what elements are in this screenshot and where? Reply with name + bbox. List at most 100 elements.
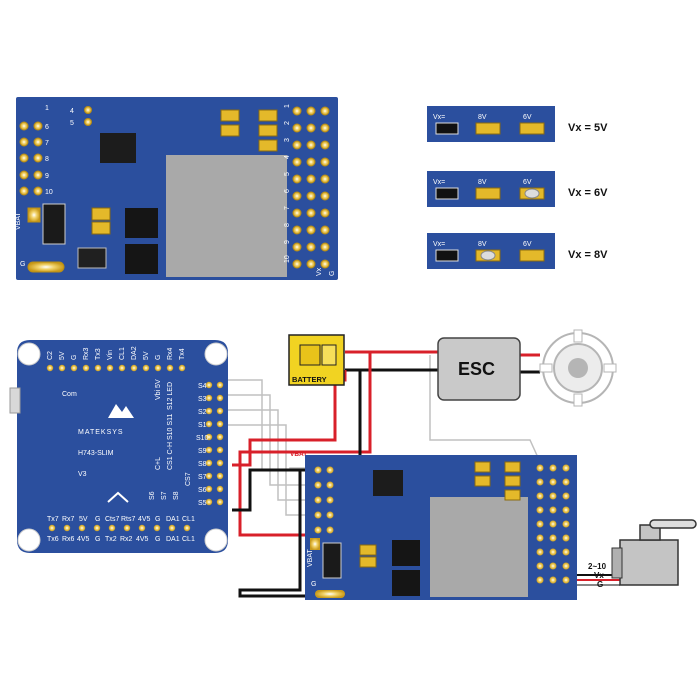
regulator <box>42 203 66 245</box>
small-pad-label: 5 <box>70 120 74 127</box>
fc-bottom-label: CL1 <box>182 536 195 543</box>
fc-bottom-label: 5V <box>79 516 88 523</box>
fc-top-pad-label: Tx3 <box>95 348 102 360</box>
esc: ESC <box>437 337 521 401</box>
heatsink <box>166 155 287 277</box>
motor <box>539 329 617 407</box>
top-left-pad-label: 1 <box>45 105 49 112</box>
top-right-pad-label: 7 <box>284 206 291 210</box>
fc-bottom-label: Tx7 <box>47 516 59 523</box>
top-left-pad-label: 10 <box>45 189 53 196</box>
top-right-pad-label: 1 <box>284 104 291 108</box>
fc-top-pad-label: G <box>155 355 162 360</box>
jumper-vx-label: Vx= <box>433 114 445 121</box>
fc-bottom-label: G <box>155 536 160 543</box>
jumper-config-5v: Vx= 8V 6V Vx = 5V <box>427 106 608 142</box>
fc-mid-label: C+L <box>155 457 162 470</box>
top-right-pad-label: 5 <box>284 172 291 176</box>
fc-bottom-label: DA1 <box>166 536 180 543</box>
fc-model-label: H743-SLIM <box>78 450 114 457</box>
fc-bottom-label: Rx2 <box>120 536 133 543</box>
top-right-pad-label: 4 <box>284 155 291 159</box>
fc-mid-label: S6 <box>149 491 156 500</box>
top-pdb-board: 1 6 7 8 9 10 VBAT G 4 5 <box>15 97 338 280</box>
fc-bottom-label: DA1 <box>166 516 180 523</box>
fc-bottom-label: G <box>95 536 100 543</box>
jumper-setting-label: Vx = 8V <box>568 249 608 261</box>
pdb-g-label: G <box>311 581 316 588</box>
fc-right-pad-label: S4 <box>198 383 207 390</box>
fc-right-pad-label: S10 <box>196 435 209 442</box>
fc-mid-label: S7 <box>161 491 168 500</box>
small-pad-label: 4 <box>70 108 74 115</box>
top-right-pad-label: 2 <box>284 121 291 125</box>
top-right-pad-label: 6 <box>284 189 291 193</box>
fc-right-pads <box>205 381 224 506</box>
usb-connector <box>9 387 21 414</box>
fc-right-pad-label: S7 <box>198 474 207 481</box>
flight-controller-board: C2 5V G Rx3 Tx3 Vin CL1 DA2 5V G Rx4 Tx4… <box>9 340 228 553</box>
fc-right-pad-label: S2 <box>198 409 207 416</box>
pdb-vbat-label: VBAT <box>307 549 314 567</box>
top-left-pad-label: 7 <box>45 140 49 147</box>
fc-right-pad-label: S9 <box>198 448 207 455</box>
heatsink <box>430 497 528 597</box>
jumper-6v-label: 6V <box>523 114 532 121</box>
jumper-vx-label: Vx= <box>433 241 445 248</box>
fc-top-pads <box>46 364 186 372</box>
fc-version-label: V3 <box>78 471 87 478</box>
fc-mid-label: Vbi 5V <box>155 379 162 400</box>
battery: BATTERY <box>288 334 345 386</box>
power-wires <box>232 350 540 598</box>
fc-mid-label: CS1 C-H <box>167 442 174 470</box>
fc-top-pad-label: Vin <box>107 350 114 360</box>
fc-brand-label: MATEKSYS <box>78 429 124 436</box>
jumper-config-8v: Vx= 8V 6V Vx = 8V <box>427 233 608 269</box>
fc-bottom-label: Cts7 <box>105 516 120 523</box>
mateksys-logo-icon <box>108 404 134 418</box>
jumper-6v-label: 6V <box>523 241 532 248</box>
top-right-pad-label: 3 <box>284 138 291 142</box>
fc-bottom-label: Tx2 <box>105 536 117 543</box>
vbat-wire-label: VBAT <box>290 451 307 458</box>
fc-right-pad-label: S6 <box>198 487 207 494</box>
fc-bottom-label: 4V5 <box>136 536 149 543</box>
jumper-vx-label: Vx= <box>433 179 445 186</box>
fc-bottom-label: G <box>155 516 160 523</box>
pdb-right-pads <box>536 464 570 584</box>
servo-signal-label: 2~10 <box>588 562 607 571</box>
fc-mid-label: S8 <box>173 491 180 500</box>
fc-top-pad-label: Tx4 <box>179 348 186 360</box>
fc-bottom-label: Tx6 <box>47 536 59 543</box>
top-left-pad-label: 9 <box>45 173 49 180</box>
vbat-label: VBAT <box>15 212 22 230</box>
g-label: G <box>20 261 25 268</box>
fc-top-pad-label: Rx3 <box>83 347 90 360</box>
com-label: Com <box>62 391 77 398</box>
solder-bridge <box>524 188 540 199</box>
servo-g-label: G <box>597 580 603 589</box>
fc-right-pad-label: S8 <box>198 461 207 468</box>
fc-top-pad-label: C2 <box>47 351 54 360</box>
fc-top-pad-label: DA2 <box>131 346 138 360</box>
g-pad <box>27 261 65 273</box>
fc-bottom-label: 4V5 <box>77 536 90 543</box>
battery-label: BATTERY <box>292 375 327 384</box>
fc-top-pad-label: 5V <box>143 351 150 360</box>
top-right-pads <box>292 106 330 269</box>
fc-bottom-label: Rx7 <box>62 516 75 523</box>
top-left-pad-label: 6 <box>45 124 49 131</box>
fc-mid-label: CS7 <box>185 472 192 486</box>
top-right-pad-label: G <box>329 271 336 276</box>
fc-bottom-label: 4V5 <box>138 516 151 523</box>
jumper-6v-label: 6V <box>523 179 532 186</box>
fc-top-pad-label: Rx4 <box>167 347 174 360</box>
fc-bottom-pads <box>48 524 191 532</box>
jumper-8v-label: 8V <box>478 114 487 121</box>
fc-top-pad-label: 5V <box>59 351 66 360</box>
vbat-pad <box>27 207 41 223</box>
jumper-8v-label: 8V <box>478 179 487 186</box>
bottom-pdb-board: VBAT G <box>305 455 577 600</box>
top-left-pad-label: 8 <box>45 156 49 163</box>
